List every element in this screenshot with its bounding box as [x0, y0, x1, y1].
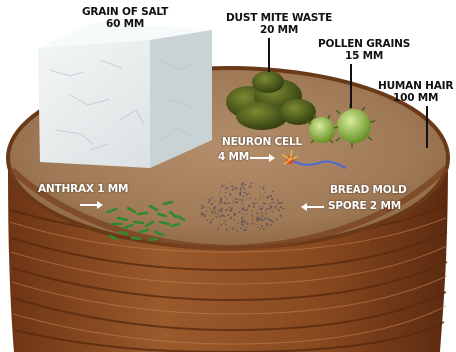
pollen-label: POLLEN GRAINS 15 μM	[318, 38, 410, 62]
bread-mold-name: BREAD MOLD	[330, 184, 407, 196]
dust-mite-label: DUST MITE WASTE 20 μM	[226, 12, 332, 36]
neuron-arrow	[250, 157, 270, 159]
hair-name: HUMAN HAIR	[378, 80, 453, 92]
bread-mold-size-line: SPORE 2 μM	[328, 200, 401, 212]
hair-size: 100 μM	[378, 92, 453, 104]
dust-mite-size: 20 μM	[226, 24, 332, 36]
salt-name: GRAIN OF SALT	[82, 6, 168, 18]
bread-mold-spore: SPORE	[328, 200, 366, 212]
anthrax-size: 1 μM	[97, 183, 128, 195]
neuron-size: 4 μM	[218, 151, 249, 163]
bread-mold-label: BREAD MOLD	[330, 184, 407, 196]
anthrax-arrow	[80, 204, 98, 206]
bread-mold-arrow	[306, 206, 324, 208]
neuron-name: NEURON CELL	[222, 136, 302, 148]
bread-mold-size: 2 μM	[370, 200, 401, 212]
hair-label: HUMAN HAIR 100 μM	[378, 80, 453, 104]
salt-grain	[38, 22, 212, 168]
dust-mite-pointer	[268, 38, 270, 72]
salt-size: 60 μM	[82, 18, 168, 30]
salt-label: GRAIN OF SALT 60 μM	[82, 6, 168, 30]
pollen-name: POLLEN GRAINS	[318, 38, 410, 50]
neuron-label: NEURON CELL	[222, 136, 302, 148]
anthrax-name: ANTHRAX	[38, 183, 94, 195]
pollen-size: 15 μM	[318, 50, 410, 62]
anthrax-label: ANTHRAX 1 μM	[38, 183, 128, 195]
dust-mite-name: DUST MITE WASTE	[226, 12, 332, 24]
pollen-pointer	[350, 64, 352, 108]
hair-pointer	[426, 106, 428, 148]
